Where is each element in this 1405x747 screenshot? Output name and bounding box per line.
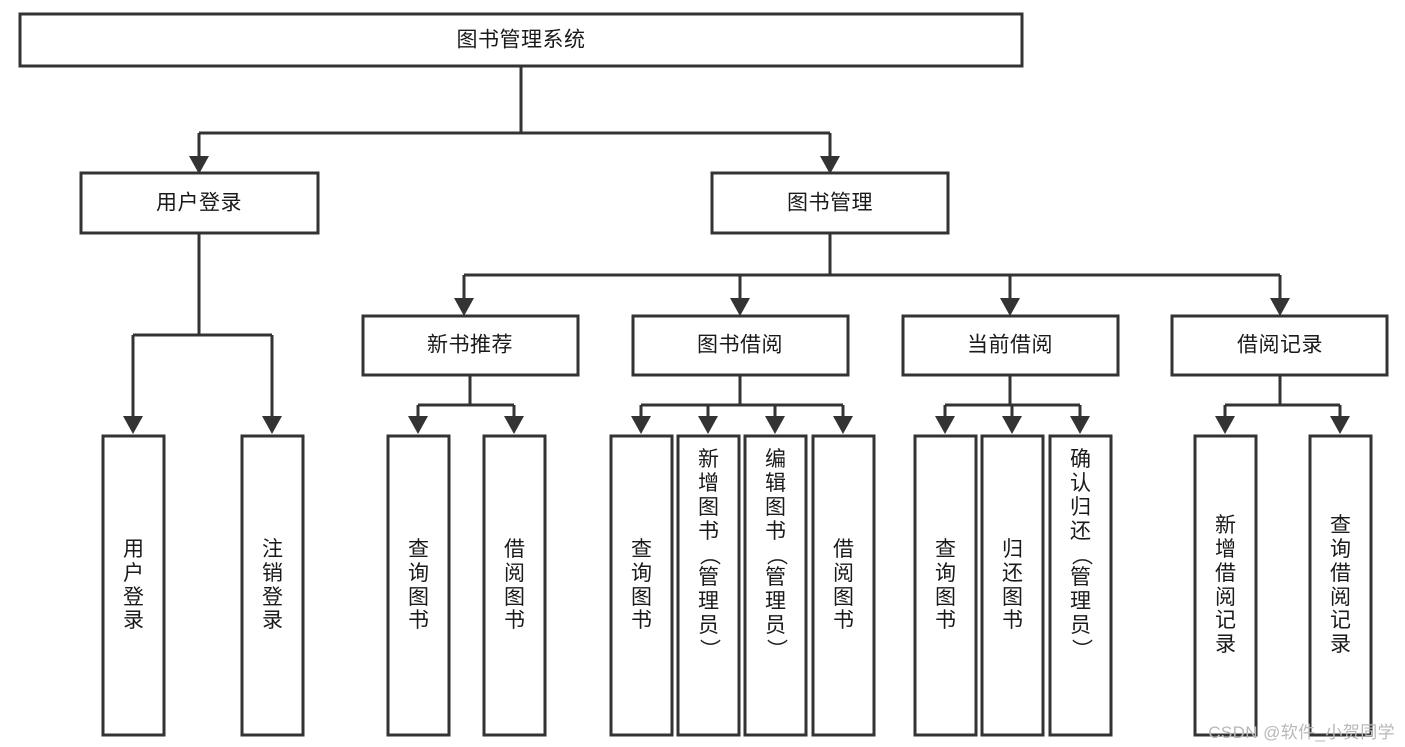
node-book-manage-label: 图书管理: [787, 192, 873, 215]
arrowhead-add-book: [698, 416, 718, 434]
arrowhead-leaf-user-login: [123, 416, 143, 434]
node-borrow-record-box[interactable]: [1170, 314, 1389, 377]
node-new-book-rec-label: 新书推荐: [427, 334, 513, 357]
node-current-borrow-box[interactable]: [901, 314, 1120, 377]
arrowhead-edit-book: [765, 416, 785, 434]
node-leaf-user-login-box[interactable]: [101, 434, 166, 737]
arrowhead-new-book-rec: [454, 298, 474, 316]
node-root[interactable]: 图书管理系统: [18, 12, 1024, 68]
node-root-label: 图书管理系统: [457, 29, 586, 52]
arrowhead-query-book-3: [935, 416, 955, 434]
arrowhead-book-borrow: [730, 298, 750, 316]
arrowhead-query-record: [1330, 416, 1350, 434]
node-leaf-edit-book-box[interactable]: [743, 434, 808, 737]
node-leaf-add-book-box[interactable]: [676, 434, 741, 737]
arrowhead-current-borrow: [1000, 298, 1020, 316]
node-current-borrow-label: 当前借阅: [967, 334, 1053, 357]
arrowhead-borrow-book-2: [833, 416, 853, 434]
arrowhead-leaf-logout: [262, 416, 282, 434]
arrowhead-query-book-2: [631, 416, 651, 434]
node-root-box[interactable]: [18, 12, 1024, 68]
node-borrow-record[interactable]: 借阅记录: [1170, 314, 1389, 377]
node-leaf-query-book-1-box[interactable]: [386, 434, 451, 737]
arrowhead-borrow-record: [1270, 298, 1290, 316]
node-book-borrow-label: 图书借阅: [697, 334, 783, 357]
node-user-login[interactable]: 用户登录: [79, 171, 320, 235]
node-leaf-add-record-box[interactable]: [1193, 434, 1258, 737]
arrowhead-return-book: [1002, 416, 1022, 434]
arrowhead-borrow-book-1: [504, 416, 524, 434]
node-leaf-query-book-2-box[interactable]: [609, 434, 674, 737]
arrowhead-add-record: [1215, 416, 1235, 434]
connector-layer: [123, 66, 1350, 434]
node-new-book-rec-box[interactable]: [361, 314, 580, 377]
node-book-manage[interactable]: 图书管理: [710, 171, 950, 235]
node-leaf-logout-box[interactable]: [240, 434, 305, 737]
node-book-borrow[interactable]: 图书借阅: [631, 314, 850, 377]
node-leaf-borrow-book-2-box[interactable]: [811, 434, 876, 737]
arrowhead-query-book-1: [408, 416, 428, 434]
node-book-borrow-box[interactable]: [631, 314, 850, 377]
node-leaf-borrow-book-1-box[interactable]: [482, 434, 547, 737]
node-leaf-query-book-3-box[interactable]: [913, 434, 978, 737]
node-user-login-box[interactable]: [79, 171, 320, 235]
node-user-login-label: 用户登录: [156, 192, 242, 215]
node-leaf-confirm-return-box[interactable]: [1048, 434, 1113, 737]
arrowhead-user-login: [189, 156, 209, 174]
node-borrow-record-label: 借阅记录: [1237, 334, 1323, 357]
node-current-borrow[interactable]: 当前借阅: [901, 314, 1120, 377]
arrowhead-book-manage: [820, 156, 840, 174]
arrowhead-confirm-return: [1070, 416, 1090, 434]
node-new-book-rec[interactable]: 新书推荐: [361, 314, 580, 377]
node-leaf-return-book-box[interactable]: [980, 434, 1045, 737]
csdn-watermark: CSDN @软件_小贺同学: [1208, 723, 1395, 742]
node-leaf-query-record-box[interactable]: [1308, 434, 1373, 737]
node-book-manage-box[interactable]: [710, 171, 950, 235]
